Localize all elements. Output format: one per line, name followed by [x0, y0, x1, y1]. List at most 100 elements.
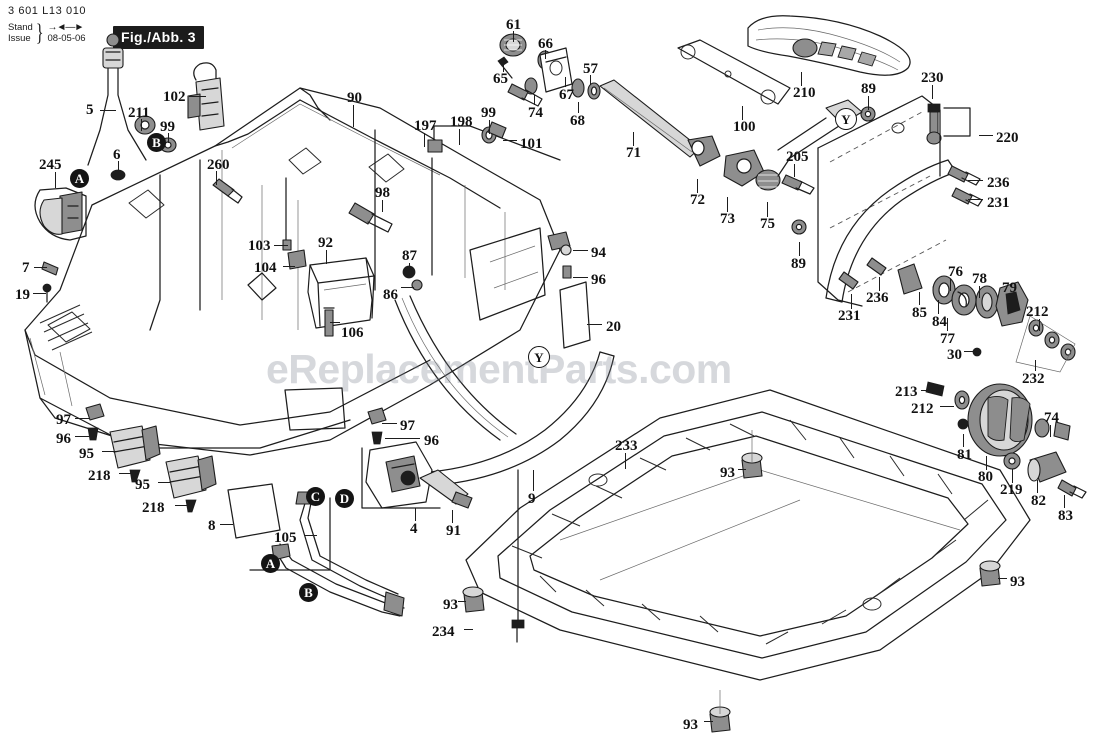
revision-symbol-icon: →◄—► [47, 21, 85, 33]
leader-line-218 [175, 505, 187, 506]
leader-line-72 [697, 179, 698, 193]
leader-line-89 [868, 96, 869, 110]
leader-line-68 [578, 102, 579, 113]
callout-label-106: 106 [341, 325, 364, 341]
callout-label-213: 213 [895, 384, 918, 400]
leader-line-61 [513, 31, 514, 42]
callout-label-93: 93 [1010, 574, 1025, 590]
callout-label-98: 98 [375, 185, 390, 201]
leader-line-85 [919, 292, 920, 305]
leader-line-105 [304, 535, 317, 536]
callout-label-230: 230 [921, 70, 944, 86]
callout-label-19: 19 [15, 287, 30, 303]
leader-line-91 [452, 510, 453, 523]
callout-label-68: 68 [570, 113, 585, 129]
leader-line-236 [968, 180, 983, 181]
callout-label-75: 75 [760, 216, 775, 232]
leader-line-98 [382, 200, 383, 212]
reference-marker-b: B [299, 583, 318, 602]
leader-line-73 [727, 197, 728, 212]
callout-label-61: 61 [506, 17, 521, 33]
issue-date: 08-05-06 [47, 32, 86, 44]
callout-label-93: 93 [720, 465, 735, 481]
leader-line-231 [851, 294, 852, 309]
reference-marker-a: A [261, 554, 280, 573]
reference-marker-b: B [147, 133, 166, 152]
leader-line-213 [921, 390, 937, 391]
callout-label-97: 97 [56, 412, 71, 428]
leader-line-210 [801, 72, 802, 86]
leader-line-197 [424, 133, 425, 147]
leader-line-90 [353, 105, 354, 127]
callout-label-99: 99 [481, 105, 496, 121]
leader-line-94 [573, 250, 588, 251]
leader-line-97 [382, 423, 397, 424]
callout-label-86: 86 [383, 287, 398, 303]
issue-label: Issue [8, 33, 31, 44]
stand-issue-labels: Stand Issue [8, 22, 33, 44]
callout-label-100: 100 [733, 119, 756, 135]
callout-label-97: 97 [400, 418, 415, 434]
leader-line-232 [1035, 360, 1036, 371]
leader-line-218 [119, 473, 132, 474]
callout-label-77: 77 [940, 331, 955, 347]
rubber-feet [462, 452, 1001, 733]
callout-label-220: 220 [996, 130, 1019, 146]
callout-label-234: 234 [432, 624, 455, 640]
callout-label-219: 219 [1000, 482, 1023, 498]
callout-label-96: 96 [56, 431, 71, 447]
callout-label-212: 212 [1026, 304, 1049, 320]
callout-label-67: 67 [559, 87, 574, 103]
leader-line-93 [704, 721, 713, 722]
leader-line-103 [274, 245, 288, 246]
leader-line-86 [401, 287, 414, 288]
reference-marker-a: A [70, 169, 89, 188]
leader-line-71 [633, 132, 634, 146]
leader-line-100 [742, 106, 743, 120]
leader-line-96 [75, 436, 89, 437]
leader-line-95 [102, 451, 116, 452]
leader-line-74 [1050, 425, 1051, 437]
leader-line-99 [168, 133, 169, 143]
callout-label-102: 102 [163, 89, 186, 105]
leader-line-230 [932, 85, 933, 99]
leader-line-198 [459, 129, 460, 145]
callout-label-57: 57 [583, 61, 598, 77]
callout-label-103: 103 [248, 238, 271, 254]
callout-label-211: 211 [128, 105, 150, 121]
callout-label-104: 104 [254, 260, 277, 276]
callout-label-7: 7 [22, 260, 30, 276]
leader-line-6 [118, 161, 119, 171]
callout-label-71: 71 [626, 145, 641, 161]
leader-line-231 [968, 199, 983, 200]
leader-line-67 [565, 77, 566, 87]
callout-label-9: 9 [528, 491, 536, 507]
callout-label-78: 78 [972, 271, 987, 287]
reference-marker-y: Y [835, 108, 857, 130]
callout-label-101: 101 [520, 136, 543, 152]
callout-label-73: 73 [720, 211, 735, 227]
leader-line-99 [489, 120, 490, 134]
callout-label-205: 205 [786, 149, 809, 165]
leader-line-96 [385, 438, 420, 439]
callout-label-96: 96 [424, 433, 439, 449]
leader-line-74 [534, 95, 535, 105]
leader-line-101 [503, 140, 517, 141]
callout-label-82: 82 [1031, 493, 1046, 509]
stand-label: Stand [8, 22, 33, 33]
callout-label-105: 105 [274, 530, 297, 546]
callout-label-92: 92 [318, 235, 333, 251]
leader-line-104 [283, 266, 295, 267]
callout-label-231: 231 [987, 195, 1010, 211]
callout-label-87: 87 [402, 248, 417, 264]
leader-line-93 [998, 578, 1007, 579]
leader-line-233 [625, 453, 626, 469]
leader-line-92 [326, 250, 327, 264]
callout-label-83: 83 [1058, 508, 1073, 524]
callout-label-80: 80 [978, 469, 993, 485]
reference-marker-c: C [306, 487, 325, 506]
leader-line-106 [330, 322, 340, 323]
callout-label-84: 84 [932, 314, 947, 330]
leader-line-96 [573, 277, 588, 278]
